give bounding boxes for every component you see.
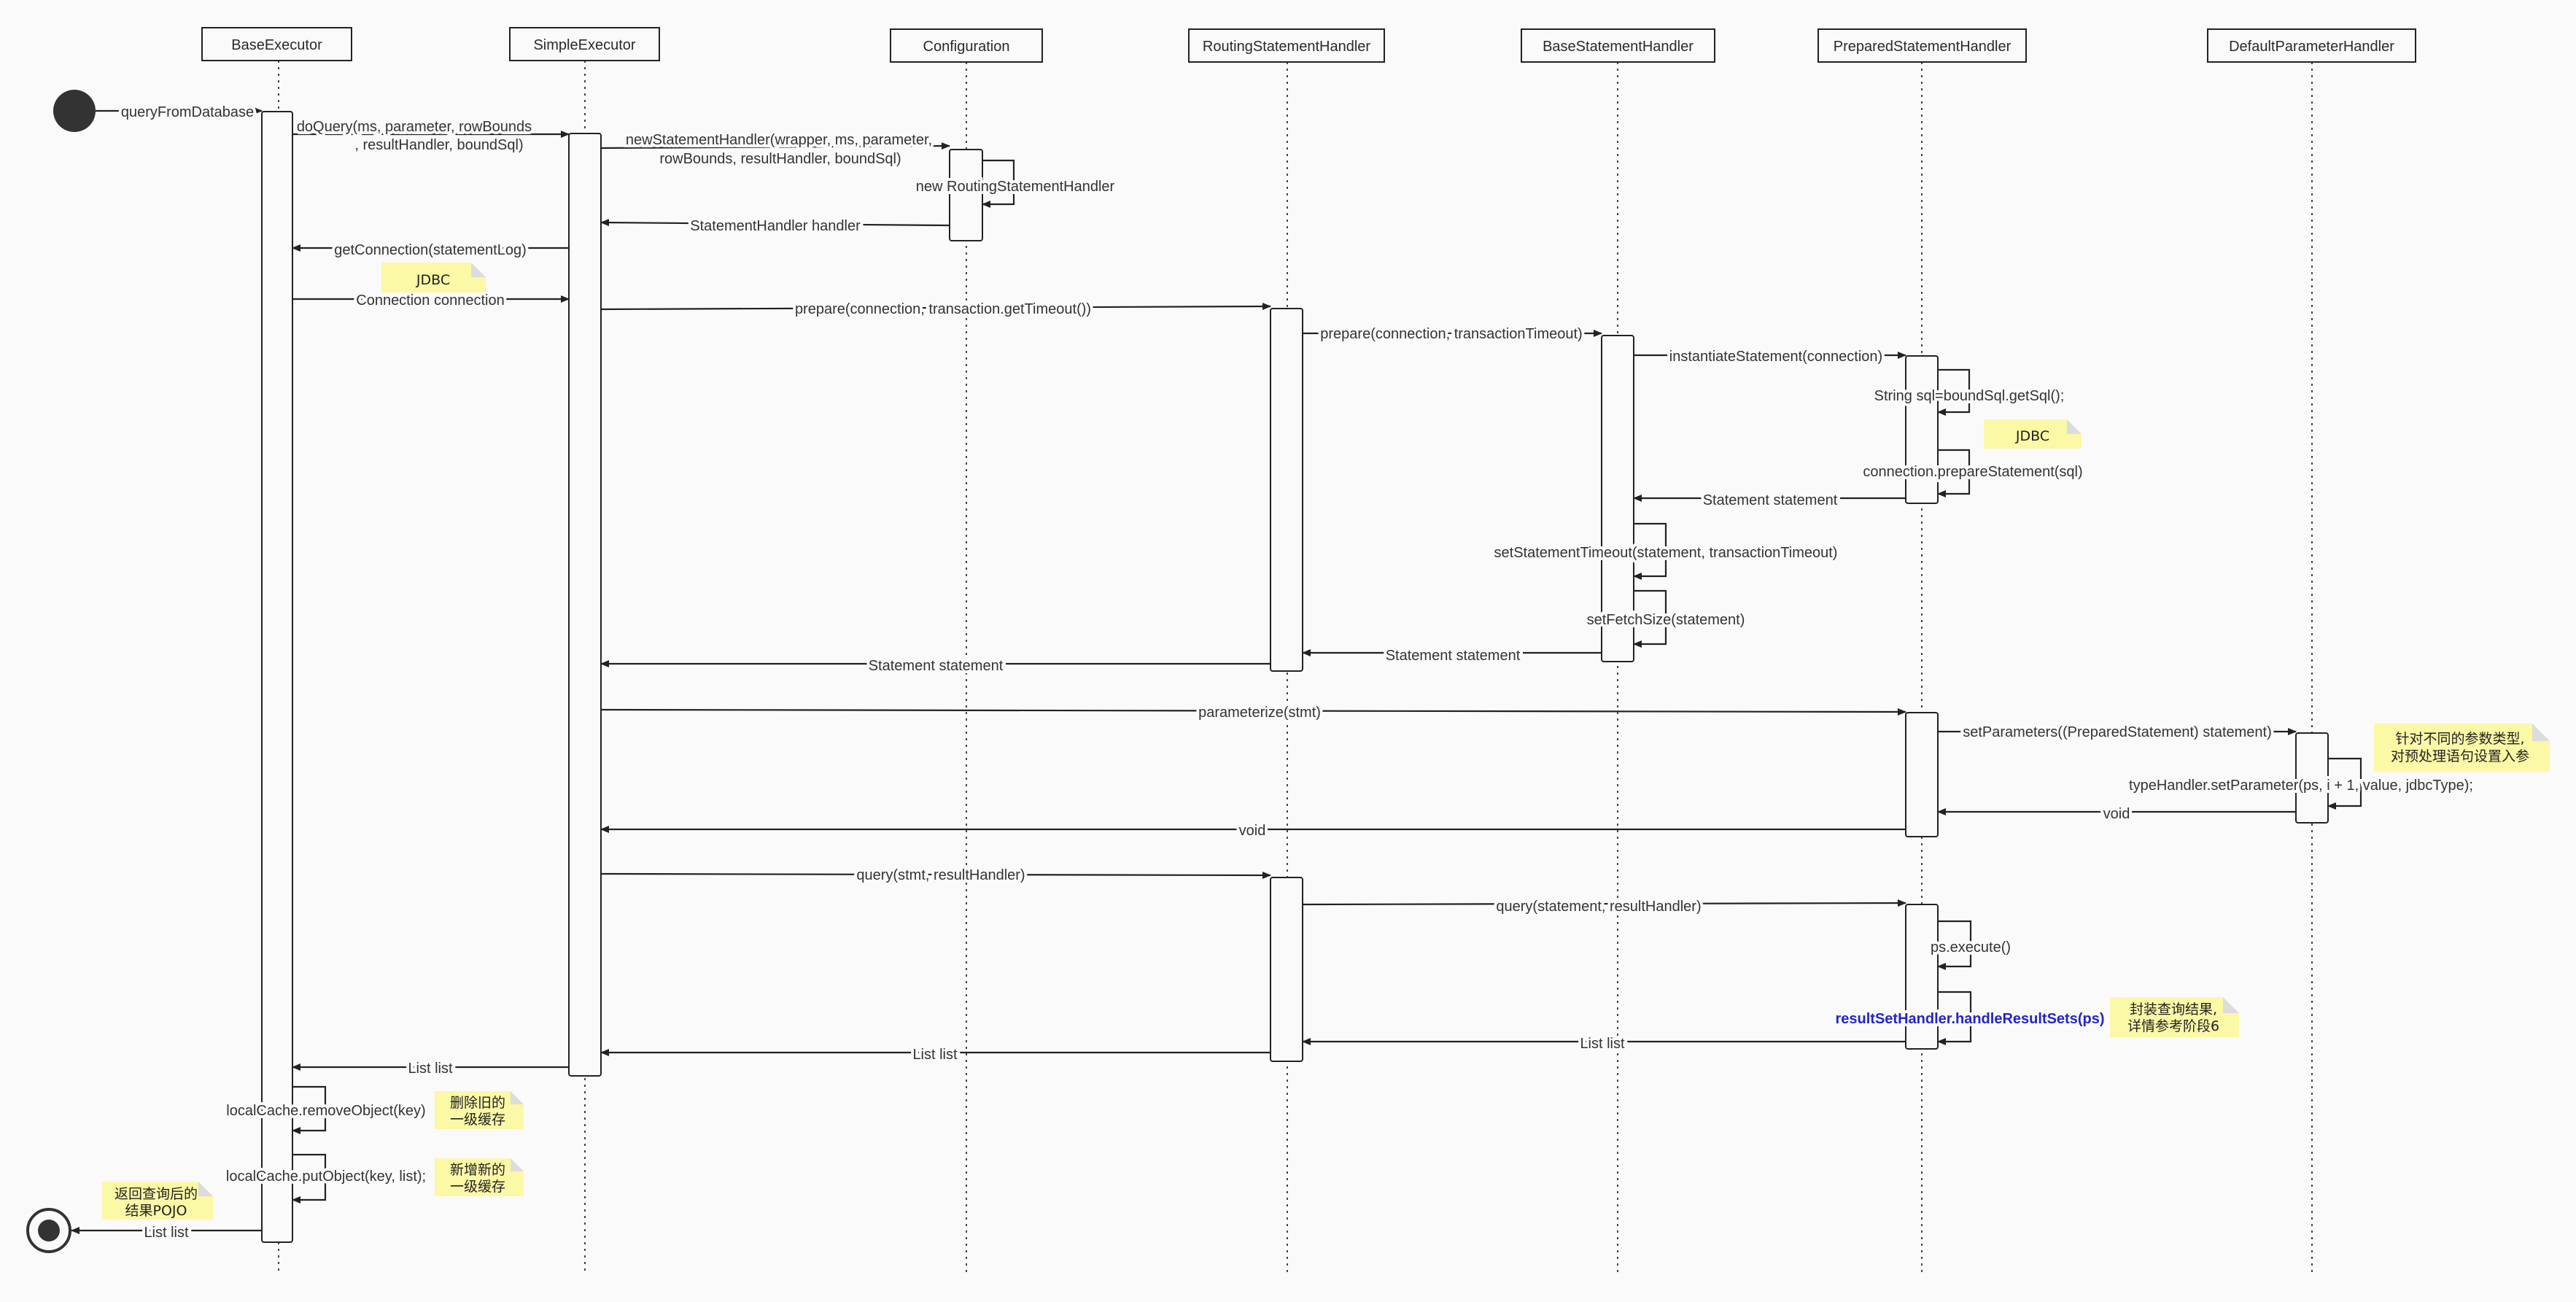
participant-preparedstatementhandler: PreparedStatementHandler <box>1817 28 2027 63</box>
note-text: 详情参考阶段6 <box>2127 1018 2219 1034</box>
participant-routingstatementhandler-label: RoutingStatementHandler <box>1203 39 1370 55</box>
activation-baseexecutor <box>261 111 293 1243</box>
label-m10: instantiateStatement(connection) <box>1669 349 1882 365</box>
label-m19: setParameters((PreparedStatement) statem… <box>1963 724 2272 740</box>
label-m09: prepare(connection, transactionTimeout) <box>1320 326 1582 342</box>
participant-basestatementhandler-label: BaseStatementHandler <box>1543 39 1694 55</box>
label-m16: Statement statement <box>1386 648 1521 664</box>
label-m25: ps.execute() <box>1931 939 2011 956</box>
note-text: 一级缓存 <box>450 1112 505 1128</box>
arrow-m03 <box>600 142 950 150</box>
participant-preparedstatementhandler-label: PreparedStatementHandler <box>1834 39 2011 55</box>
participant-baseexecutor-label: BaseExecutor <box>231 37 322 53</box>
note-remove-cache: 删除旧的 一级缓存 <box>435 1091 524 1129</box>
arrow-m24 <box>1302 899 1906 907</box>
label-m03b: rowBounds, resultHandler, boundSql) <box>659 151 901 167</box>
note-text: 针对不同的参数类型, <box>2395 731 2524 747</box>
activation-prepared-query <box>1905 904 1939 1050</box>
arrow-m26 <box>1937 991 1972 1045</box>
activation-defaultparameterhandler <box>2295 732 2329 824</box>
participant-routingstatementhandler: RoutingStatementHandler <box>1188 28 1385 63</box>
arrow-m25 <box>1937 920 1972 970</box>
arrow-m31 <box>292 1153 327 1204</box>
activation-routing-query <box>1270 877 1303 1062</box>
label-m08: prepare(connection, transaction.getTimeo… <box>795 301 1091 317</box>
label-m32: List list <box>144 1225 189 1241</box>
participant-simpleexecutor: SimpleExecutor <box>509 27 660 61</box>
label-m27: List list <box>1580 1036 1625 1052</box>
note-encapsulate-results: 封装查询结果, 详情参考阶段6 <box>2110 997 2239 1037</box>
label-m17: Statement statement <box>869 658 1004 674</box>
label-m28: List list <box>912 1047 958 1063</box>
arrow-m05 <box>600 219 950 227</box>
participant-configuration: Configuration <box>890 28 1043 63</box>
note-text: JDBC <box>2015 428 2049 444</box>
note-return-pojo: 返回查询后的 结果POJO <box>102 1182 213 1220</box>
note-text: 一级缓存 <box>450 1179 505 1195</box>
start-node <box>53 90 96 132</box>
participant-configuration-label: Configuration <box>923 39 1010 55</box>
activation-configuration <box>949 149 983 241</box>
label-m26: resultSetHandler.handleResultSets(ps) <box>1836 1011 2105 1027</box>
arrow-m20 <box>2327 757 2362 810</box>
label-m18: parameterize(stmt) <box>1198 705 1321 721</box>
note-add-cache: 新增新的 一级缓存 <box>435 1158 524 1196</box>
message-labels: queryFromDatabase doQuery(ms, parameter,… <box>118 101 2476 1244</box>
participant-defaultparameterhandler-label: DefaultParameterHandler <box>2229 39 2394 55</box>
participant-basestatementhandler: BaseStatementHandler <box>1521 28 1715 63</box>
label-m14: setStatementTimeout(statement, transacti… <box>1494 545 1838 561</box>
label-m21: void <box>2103 806 2130 822</box>
note-text: 封装查询结果, <box>2130 1001 2217 1018</box>
note-jdbc-prepare: JDBC <box>1984 419 2082 449</box>
label-m01: queryFromDatabase <box>121 104 254 120</box>
label-m11: String sql=boundSql.getSql(); <box>1874 388 2065 404</box>
label-m20: typeHandler.setParameter(ps, i + 1, valu… <box>2129 778 2473 794</box>
participant-baseexecutor: BaseExecutor <box>201 27 352 61</box>
label-m07: Connection connection <box>356 292 504 309</box>
label-m02a: doQuery(ms, parameter, rowBounds <box>297 119 532 135</box>
activation-routing-prepare <box>1270 308 1303 672</box>
label-m23: query(stmt, resultHandler) <box>856 867 1025 883</box>
note-jdbc-connection: JDBC <box>381 263 486 292</box>
arrow-m11 <box>1937 368 1971 416</box>
arrow-m30 <box>292 1085 327 1134</box>
messages <box>71 107 2362 1234</box>
end-node <box>26 1208 71 1253</box>
label-m13: Statement statement <box>1703 492 1838 508</box>
label-m03a: newStatementHandler(wrapper, ms, paramet… <box>626 132 932 148</box>
arrow-m14 <box>1633 522 1667 580</box>
arrow-m15 <box>1633 589 1667 648</box>
arrow-m08 <box>600 303 1271 311</box>
label-m06: getConnection(statementLog) <box>334 242 527 258</box>
note-text: 结果POJO <box>125 1203 187 1219</box>
activation-prepared-instantiate <box>1905 355 1939 504</box>
activation-prepared-parameterize <box>1905 712 1939 837</box>
label-m31: localCache.putObject(key, list); <box>226 1169 426 1185</box>
label-m15: setFetchSize(statement) <box>1587 612 1745 628</box>
arrow-m12 <box>1937 449 1971 497</box>
note-parameter-types: 针对不同的参数类型, 对预处理语句设置入参 <box>2374 724 2550 772</box>
arrow-m04 <box>982 159 1015 208</box>
note-text: 对预处理语句设置入参 <box>2391 748 2529 764</box>
participant-defaultparameterhandler: DefaultParameterHandler <box>2207 28 2416 63</box>
note-text: JDBC <box>416 272 450 288</box>
label-m05: StatementHandler handler <box>690 218 861 234</box>
label-m04: new RoutingStatementHandler <box>916 179 1115 195</box>
label-m24: query(statement, resultHandler) <box>1496 899 1701 915</box>
label-m30: localCache.removeObject(key) <box>226 1103 425 1119</box>
activation-simpleexecutor <box>568 133 602 1077</box>
note-text: 新增新的 <box>450 1162 505 1178</box>
note-text: 返回查询后的 <box>115 1186 198 1202</box>
activations <box>261 111 2329 1243</box>
label-m22: void <box>1239 823 1266 839</box>
label-m29: List list <box>408 1061 453 1077</box>
note-text: 删除旧的 <box>450 1095 505 1111</box>
participant-simpleexecutor-label: SimpleExecutor <box>533 37 635 53</box>
arrow-m23 <box>600 871 1271 879</box>
arrow-m18 <box>600 708 1906 716</box>
label-m12: connection.prepareStatement(sql) <box>1863 464 2082 480</box>
label-m02b: , resultHandler, boundSql) <box>354 137 523 153</box>
